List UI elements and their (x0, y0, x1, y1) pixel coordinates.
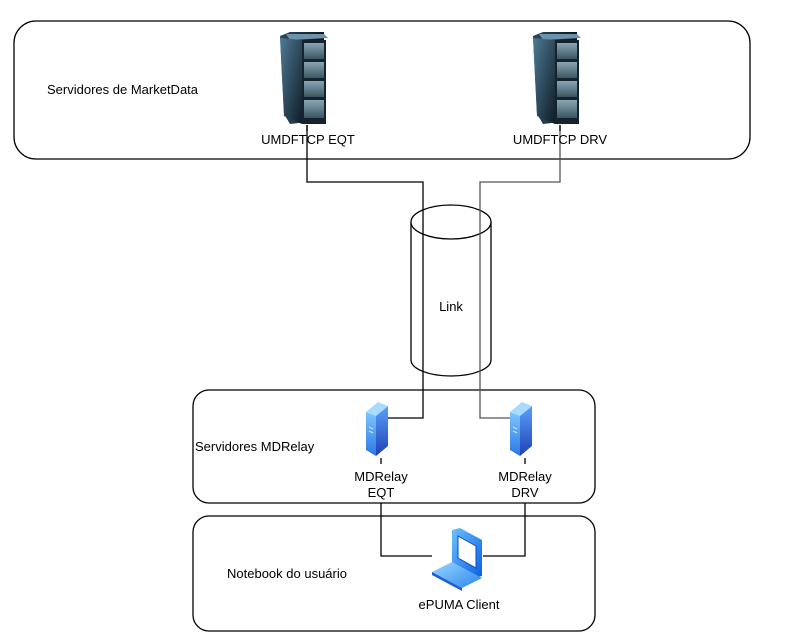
connector-umdf-drv-to-mdrelay-drv[interactable] (479, 125, 561, 419)
server-rack-icon (280, 32, 328, 124)
node-mdrelay-drv-label-line1: MDRelay (498, 469, 552, 484)
group-notebook-label: Notebook do usuário (227, 566, 347, 581)
group-marketdata-label: Servidores de MarketData (47, 82, 199, 97)
group-notebook-container[interactable] (192, 515, 596, 632)
node-mdrelay-drv-label-line2: DRV (511, 485, 539, 500)
connector-mdrelay-eqt-to-epuma-lower[interactable] (380, 503, 432, 557)
node-mdrelay-eqt-label-line2: EQT (367, 485, 395, 500)
node-epuma-label: ePUMA Client (418, 597, 500, 612)
node-umdf-eqt-label: UMDFTCP EQT (261, 132, 355, 147)
connector-umdf-eqt-to-mdrelay-eqt[interactable] (306, 125, 424, 419)
laptop-icon (432, 528, 482, 591)
node-link-label: Link (439, 299, 463, 315)
connector-mdrelay-drv-to-epuma-lower[interactable] (483, 503, 526, 557)
server-tower-icon (510, 402, 532, 456)
node-mdrelay-eqt-label-line1: MDRelay (354, 469, 408, 484)
group-mdrelay-label: Servidores MDRelay (195, 439, 315, 454)
node-umdf-drv-label: UMDFTCP DRV (512, 132, 608, 147)
server-rack-icon (533, 32, 581, 124)
server-tower-icon (366, 402, 388, 456)
